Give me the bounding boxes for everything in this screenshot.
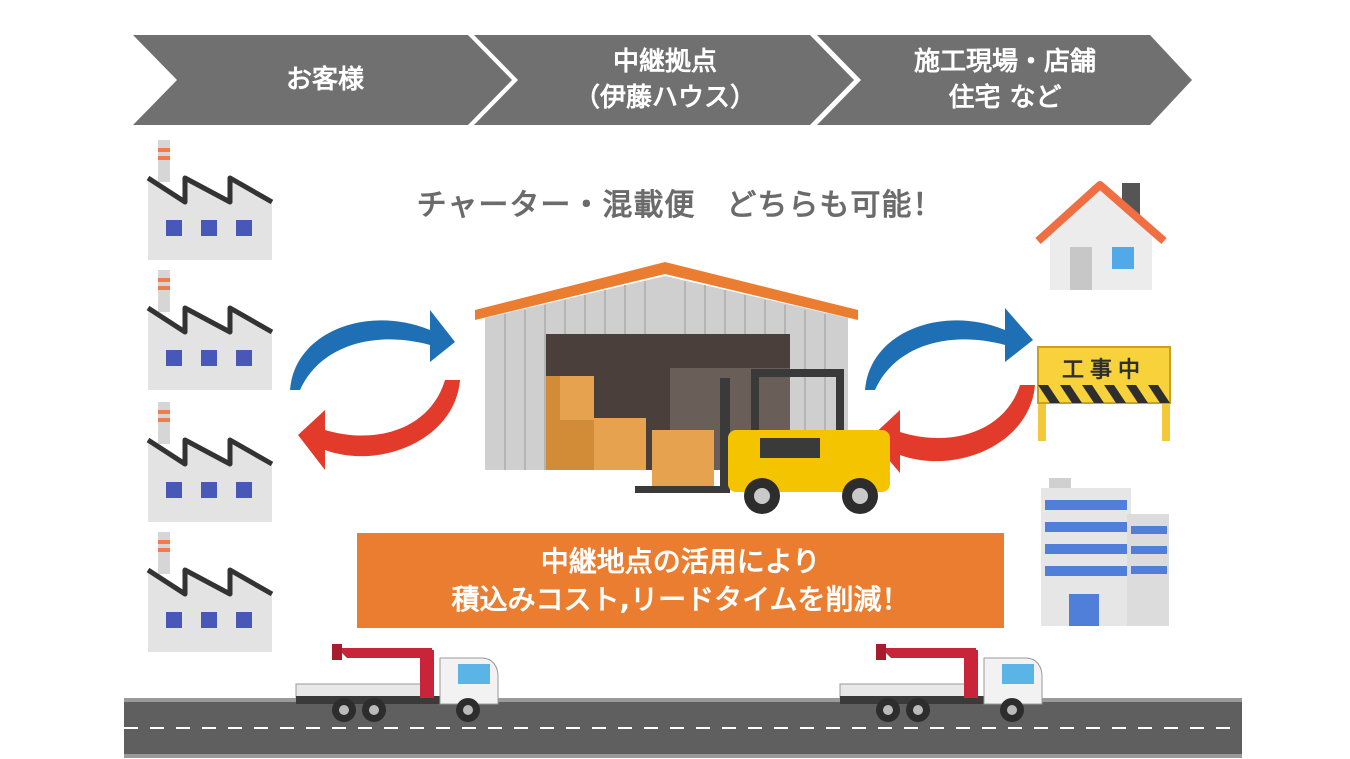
office-building-icon — [1041, 478, 1169, 626]
step-line: 中継拠点 — [612, 47, 717, 77]
road — [124, 698, 1242, 758]
arrow-red-icon — [298, 380, 460, 470]
construction-sign-label: 工事中 — [1061, 358, 1146, 383]
arrow-red-icon — [870, 385, 1035, 473]
chevron-destination — [817, 35, 1192, 125]
left-flow-arrows — [290, 310, 460, 470]
cargo-box — [652, 430, 714, 488]
banner-line: 積込みコスト,リードタイムを削減！ — [451, 582, 910, 616]
construction-sign-icon — [1037, 346, 1171, 441]
chevron-relay — [474, 35, 854, 125]
step-customer-label: お客様 — [190, 35, 460, 125]
factory-icon — [148, 402, 272, 522]
factory-icon — [148, 532, 272, 652]
house-icon — [1035, 181, 1167, 290]
right-flow-arrows — [865, 308, 1035, 473]
crane-truck-icon — [295, 644, 499, 722]
step-line: 施工現場・店舗 — [913, 47, 1096, 77]
arrow-blue-icon — [865, 308, 1033, 390]
forklift-mast — [720, 378, 730, 493]
chevron-customer — [133, 35, 512, 125]
step-line: （伊藤ハウス） — [573, 83, 756, 113]
factory-icon — [148, 270, 272, 390]
arrow-blue-icon — [290, 310, 455, 390]
cargo-box — [594, 418, 646, 470]
benefit-banner: 中継地点の活用により 積込みコスト,リードタイムを削減！ — [357, 533, 1004, 628]
crane-truck-icon — [839, 644, 1043, 722]
step-line: 住宅 など — [948, 83, 1062, 113]
warehouse-illustration — [475, 262, 890, 514]
forklift-cage — [751, 369, 844, 438]
delivery-option-text: チャーター・混載便 どちらも可能！ — [416, 188, 944, 223]
process-chevrons — [133, 35, 1192, 125]
step-destination-label: 施工現場・店舗 住宅 など — [860, 35, 1150, 125]
factory-icon — [148, 140, 272, 260]
banner-line: 中継地点の活用により — [540, 544, 821, 578]
factory-column — [140, 140, 280, 660]
step-relay-label: 中継拠点 （伊藤ハウス） — [520, 35, 810, 125]
step-line: お客様 — [285, 65, 364, 95]
warehouse-roof — [475, 262, 858, 320]
